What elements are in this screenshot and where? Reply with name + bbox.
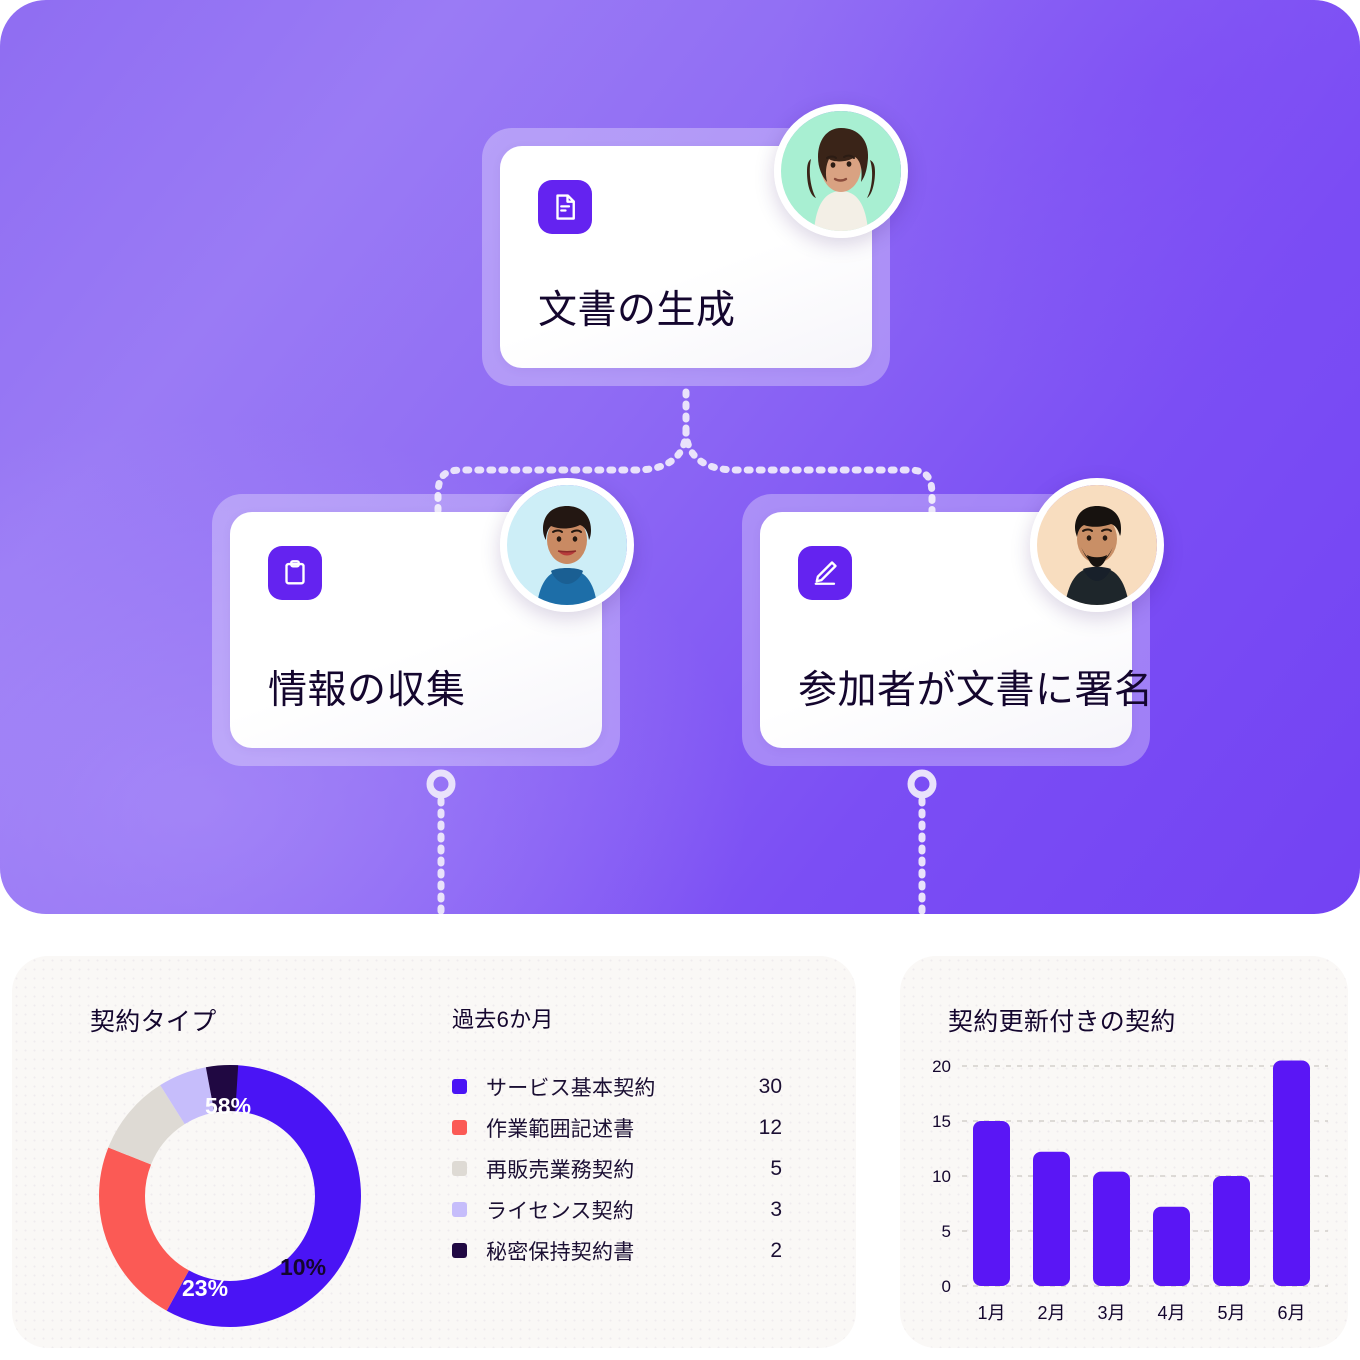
bar-feb[interactable] [1033,1151,1070,1286]
bar-apr[interactable] [1153,1206,1190,1286]
ytick-0: 0 [942,1277,951,1296]
legend-value-license: 3 [770,1197,782,1221]
bar-chart-y-axis: 20 15 10 5 0 [932,1057,951,1296]
renewals-title: 契約更新付きの契約 [948,1008,1176,1036]
legend-value-msa: 30 [758,1074,782,1098]
legend-label-reseller: 再販売業務契約 [486,1158,635,1182]
legend-swatch-msa [452,1079,467,1094]
legend-item-sow[interactable]: 作業範囲記述書 12 [452,1107,782,1148]
workflow-card-generate[interactable]: 文書の生成 [482,128,890,386]
legend-swatch-nda [452,1243,467,1258]
bar-mar[interactable] [1093,1171,1130,1286]
legend-value-sow: 12 [758,1115,782,1139]
donut-slice-sow [99,1065,361,1327]
contract-types-legend: サービス基本契約 30 作業範囲記述書 12 再販売業務契約 5 ライセンス契約… [452,1066,782,1271]
legend-label-license: ライセンス契約 [486,1199,634,1223]
renewals-bar-chart: 20 15 10 5 0 1月 2月 [918,1044,1336,1330]
donut-slice-nda [99,1065,361,1327]
xtick-feb: 2月 [1037,1303,1065,1323]
xtick-jun: 6月 [1277,1303,1305,1323]
clipboard-icon [268,546,322,600]
bar-chart-bars [973,1060,1310,1287]
ytick-15: 15 [932,1112,951,1131]
pen-signature-icon [798,546,852,600]
contract-types-title: 契約タイプ [90,1008,217,1036]
workflow-hero-panel: 文書の生成 情報の収集 [0,0,1360,914]
xtick-mar: 3月 [1097,1303,1125,1323]
legend-swatch-license [452,1202,467,1217]
connector-node-right [907,769,937,799]
legend-item-nda[interactable]: 秘密保持契約書 2 [452,1230,782,1271]
contract-types-panel: 契約タイプ 過去6か月 58% 23% 10% [12,956,856,1348]
workflow-card-sign-title: 参加者が文書に署名 [798,669,1154,713]
document-icon [538,180,592,234]
legend-item-reseller[interactable]: 再販売業務契約 5 [452,1148,782,1189]
workflow-card-generate-title: 文書の生成 [538,289,736,333]
contract-types-donut-chart: 58% 23% 10% [90,1056,370,1336]
connector-to-collect [434,426,690,524]
donut-label-23: 23% [182,1275,228,1301]
legend-label-nda: 秘密保持契約書 [486,1240,635,1264]
legend-item-license[interactable]: ライセンス契約 3 [452,1189,782,1230]
ytick-20: 20 [932,1057,951,1076]
legend-label-msa: サービス基本契約 [486,1076,656,1100]
legend-swatch-sow [452,1120,467,1135]
legend-title: 過去6か月 [452,1007,554,1032]
workflow-card-collect-title: 情報の収集 [268,669,466,713]
donut-label-10: 10% [280,1254,326,1280]
bar-may[interactable] [1213,1176,1250,1286]
legend-value-nda: 2 [770,1238,782,1262]
bar-jun[interactable] [1273,1060,1310,1287]
legend-label-sow: 作業範囲記述書 [486,1117,635,1141]
legend-swatch-reseller [452,1161,467,1176]
legend-item-msa[interactable]: サービス基本契約 30 [452,1066,782,1107]
connector-node-left [426,769,456,799]
ytick-10: 10 [932,1167,951,1186]
ytick-5: 5 [942,1222,951,1241]
avatar-generate [774,104,908,238]
donut-label-58: 58% [205,1093,251,1119]
xtick-apr: 4月 [1157,1303,1185,1323]
renewals-panel: 契約更新付きの契約 20 15 10 5 0 [900,956,1348,1348]
legend-value-reseller: 5 [770,1156,782,1180]
workflow-connectors [426,388,937,914]
bar-jan[interactable] [973,1121,1010,1286]
avatar-sign [1030,478,1164,612]
xtick-jan: 1月 [977,1303,1005,1323]
connector-to-sign [682,426,936,524]
avatar-collect [500,478,634,612]
bar-chart-x-axis: 1月 2月 3月 4月 5月 6月 [977,1303,1305,1323]
xtick-may: 5月 [1217,1303,1245,1323]
